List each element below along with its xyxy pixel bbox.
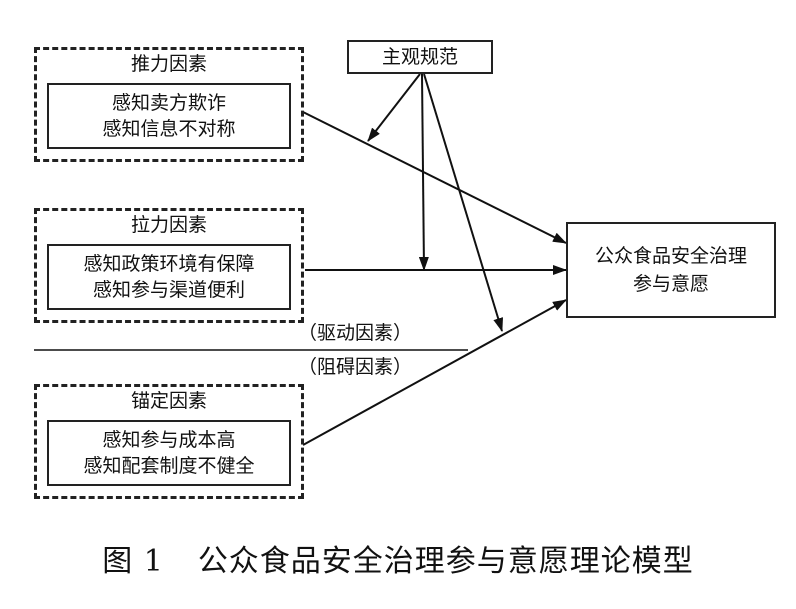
driver-factors-label: （驱动因素） [298, 322, 413, 344]
outcome-box: 公众食品安全治理 参与意愿 [566, 222, 776, 318]
figure-caption: 图 1 公众食品安全治理参与意愿理论模型 [0, 542, 796, 582]
figure-number: 图 1 [102, 544, 164, 579]
mooring-factor-group: 锚定因素 感知参与成本高 感知配套制度不健全 [34, 384, 304, 499]
subjective-norm-label: 主观规范 [381, 46, 458, 68]
arrow-norm-to-mooring-path [423, 73, 504, 332]
arrow-norm-to-pull-path [418, 73, 429, 271]
push-factor-item: 感知卖方欺诈 [111, 92, 226, 114]
push-factor-item: 感知信息不对称 [102, 118, 236, 140]
push-factor-title: 推力因素 [130, 53, 207, 75]
pull-factor-item: 感知政策环境有保障 [83, 253, 255, 275]
push-factor-group: 推力因素 感知卖方欺诈 感知信息不对称 [34, 47, 304, 162]
pull-factor-title: 拉力因素 [130, 214, 207, 236]
mooring-factor-item: 感知参与成本高 [102, 429, 236, 451]
pull-factor-items: 感知政策环境有保障 感知参与渠道便利 [47, 244, 291, 310]
figure-title: 公众食品安全治理参与意愿理论模型 [197, 544, 694, 579]
pull-factor-group: 拉力因素 感知政策环境有保障 感知参与渠道便利 [34, 208, 304, 323]
subjective-norm-box: 主观规范 [347, 40, 493, 74]
arrow-mooring-to-outcome [302, 299, 567, 446]
arrow-norm-to-push-path [367, 73, 421, 142]
barrier-factors-label: （阻碍因素） [298, 356, 413, 378]
mooring-factor-items: 感知参与成本高 感知配套制度不健全 [47, 420, 291, 486]
outcome-line: 参与意愿 [632, 273, 709, 295]
outcome-line: 公众食品安全治理 [594, 245, 747, 267]
pull-factor-item: 感知参与渠道便利 [92, 279, 245, 301]
push-factor-items: 感知卖方欺诈 感知信息不对称 [47, 83, 291, 149]
mooring-factor-title: 锚定因素 [130, 390, 207, 412]
mooring-factor-item: 感知配套制度不健全 [83, 455, 255, 477]
arrow-push-to-outcome [302, 111, 567, 244]
